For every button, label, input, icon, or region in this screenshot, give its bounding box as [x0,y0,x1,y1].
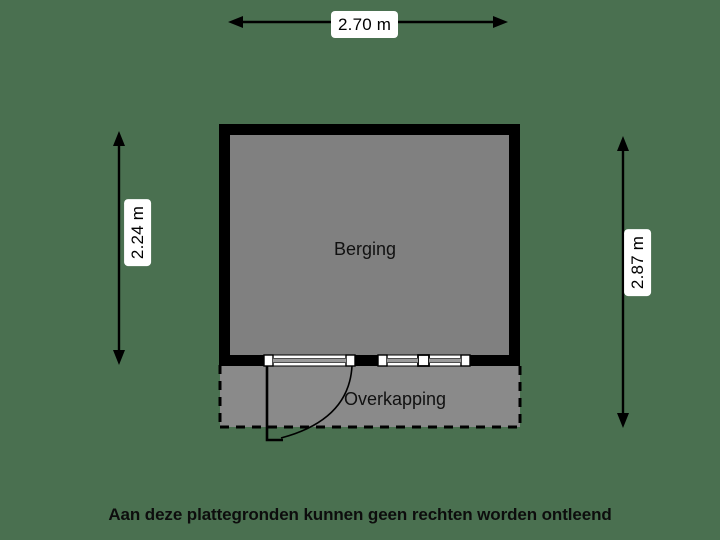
disclaimer-text: Aan deze plattegronden kunnen geen recht… [108,505,612,524]
berging-area [219,124,520,366]
total-depth-dimension-line [617,136,629,428]
room-label-overkapping: Overkapping [344,389,447,409]
sliding-door-left [263,354,356,367]
room-label-berging: Berging [334,239,397,259]
door-swing [265,365,353,442]
overkapping-area [218,365,522,429]
interior-depth-dimension-label: 2.24 m [124,198,152,267]
width-dimension-label: 2.70 m [331,11,399,38]
total-depth-dimension-label: 2.87 m [624,228,652,297]
interior-depth-dimension-line [113,131,125,365]
window-right [377,354,471,367]
